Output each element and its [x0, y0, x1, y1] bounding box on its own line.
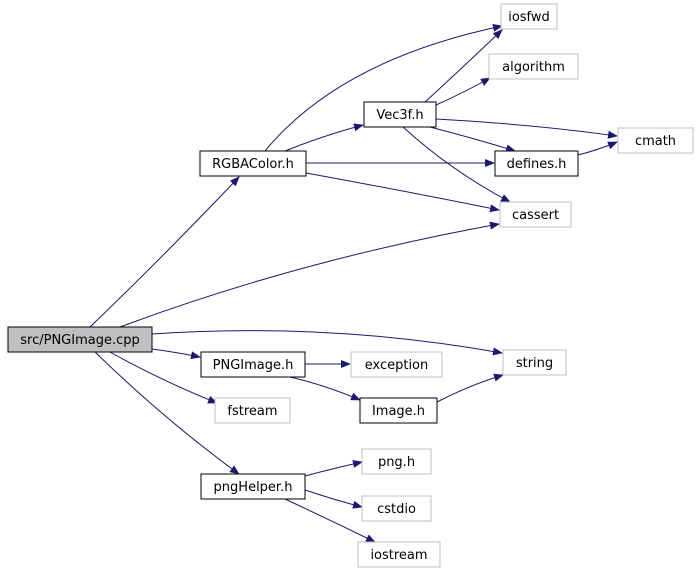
edge-root-to-pngimage_h [151, 348, 201, 360]
node-label-cstdio: cstdio [377, 502, 416, 517]
node-cstdio: cstdio [361, 495, 432, 522]
node-label-exception: exception [365, 358, 429, 373]
node-label-png_h: png.h [378, 455, 415, 470]
node-box-cstdio [361, 495, 432, 522]
nodes-layer: src/PNGImage.cpp RGBAColor.h Vec3f.h define… [7, 3, 694, 568]
edge-root-to-pnghelper [94, 351, 240, 475]
node-string: string [502, 349, 567, 376]
node-label-root: src/PNGImage.cpp [20, 333, 140, 348]
edge-rgba-to-iosfwd [264, 23, 503, 152]
node-box-pnghelper [200, 473, 306, 500]
edge-root-to-string [151, 330, 503, 356]
node-box-fstream [214, 397, 291, 424]
node-box-cassert [499, 201, 572, 228]
node-pngimage_h[interactable]: PNGImage.h [200, 351, 306, 378]
node-label-rgba: RGBAColor.h [212, 157, 294, 172]
node-label-cmath: cmath [635, 134, 676, 149]
node-root[interactable]: src/PNGImage.cpp [7, 326, 153, 353]
node-pnghelper[interactable]: pngHelper.h [200, 473, 306, 500]
node-box-string [502, 349, 567, 376]
edge-rgba-to-vec3f [284, 123, 364, 152]
edges-layer [89, 23, 618, 543]
node-iosfwd: iosfwd [500, 3, 558, 30]
edge-root-to-cassert [119, 221, 500, 328]
node-box-cmath [617, 127, 694, 154]
edge-pnghelper-to-png_h [304, 460, 363, 477]
node-cassert: cassert [499, 201, 572, 228]
node-box-iostream [357, 541, 441, 568]
node-label-vec3f: Vec3f.h [376, 108, 423, 123]
edge-root-to-fstream [109, 351, 218, 404]
edge-vec3f-to-cmath [435, 118, 618, 139]
node-label-image_h: Image.h [372, 404, 425, 419]
node-box-algorithm [488, 53, 579, 80]
node-label-pnghelper: pngHelper.h [214, 480, 293, 495]
edge-pngimage_h-to-image_h [289, 376, 361, 401]
node-label-iostream: iostream [370, 548, 427, 563]
edge-pnghelper-to-cstdio [304, 489, 363, 509]
node-label-cassert: cassert [512, 208, 559, 223]
node-iostream: iostream [357, 541, 441, 568]
node-box-iosfwd [500, 3, 558, 30]
node-box-exception [350, 351, 443, 378]
node-algorithm: algorithm [488, 53, 579, 80]
node-png_h: png.h [361, 448, 432, 475]
node-defines[interactable]: defines.h [494, 150, 579, 177]
node-label-iosfwd: iosfwd [508, 10, 550, 25]
node-box-vec3f [363, 101, 437, 128]
node-label-algorithm: algorithm [502, 60, 565, 75]
edge-rgba-to-cassert [305, 172, 500, 213]
edge-vec3f-to-algorithm [435, 77, 491, 106]
node-label-defines: defines.h [507, 157, 567, 172]
node-box-rgba [199, 150, 307, 177]
node-exception: exception [350, 351, 443, 378]
edge-vec3f-to-iosfwd [424, 29, 503, 103]
node-box-defines [494, 150, 579, 177]
edge-image_h-to-string [436, 373, 504, 403]
node-label-string: string [516, 356, 553, 371]
edge-vec3f-to-defines [429, 126, 516, 153]
node-cmath: cmath [617, 127, 694, 154]
edge-defines-to-cmath [577, 141, 618, 156]
node-label-fstream: fstream [227, 404, 277, 419]
node-box-root [7, 326, 153, 353]
node-fstream: fstream [214, 397, 291, 424]
edge-root-to-rgba [89, 176, 240, 328]
node-label-pngimage_h: PNGImage.h [213, 358, 294, 373]
edge-pnghelper-to-iostream [284, 498, 376, 543]
node-box-image_h [359, 397, 438, 424]
node-rgba[interactable]: RGBAColor.h [199, 150, 307, 177]
node-vec3f[interactable]: Vec3f.h [363, 101, 437, 128]
edge-vec3f-to-cassert [402, 126, 511, 203]
node-box-png_h [361, 448, 432, 475]
node-box-pngimage_h [200, 351, 306, 378]
node-image_h[interactable]: Image.h [359, 397, 438, 424]
